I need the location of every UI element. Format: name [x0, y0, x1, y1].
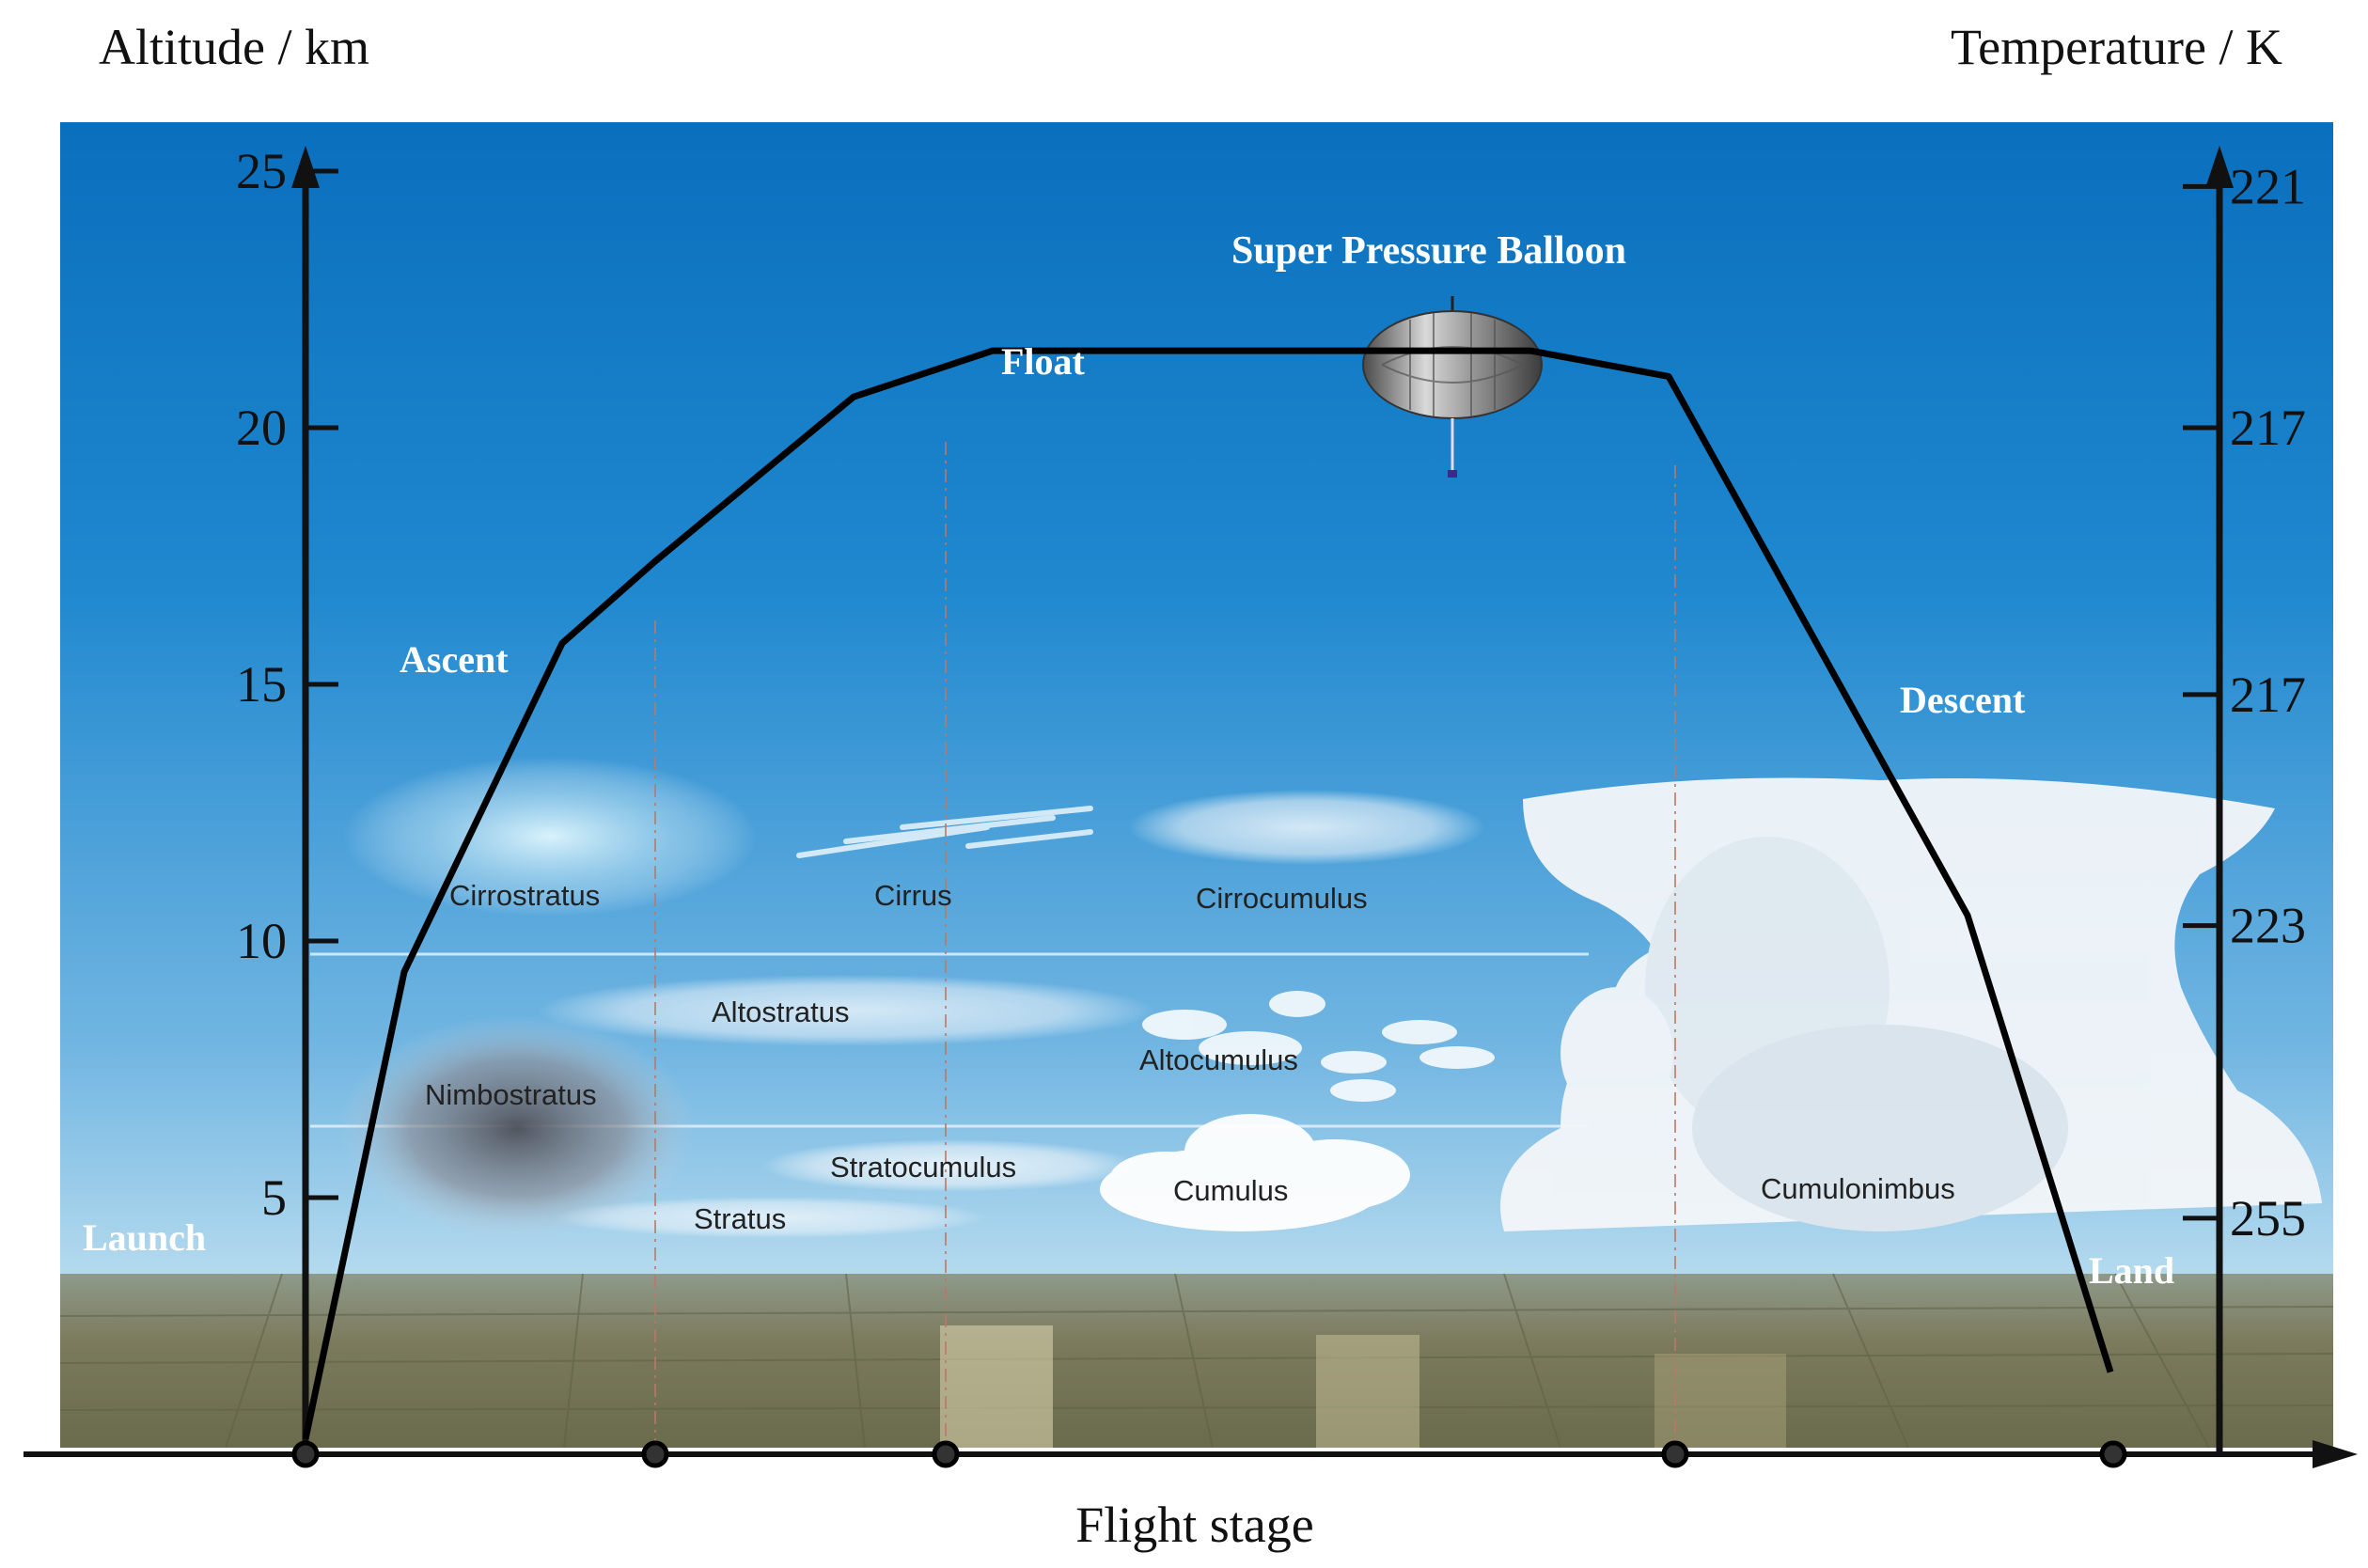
cloud-label-cirrocumulus: Cirrocumulus [1196, 882, 1368, 915]
altostratus-cloud [536, 975, 1156, 1046]
flight-profile-line [302, 347, 2114, 1440]
cloud-shapes [338, 757, 2322, 1241]
altitude-tick-label-15: 15 [236, 656, 287, 713]
cloud-label-cirrostratus: Cirrostratus [449, 879, 600, 912]
altitude-tick-label-20: 20 [236, 400, 287, 456]
stage-label-land: Land [2089, 1249, 2174, 1292]
cloud-label-cumulus: Cumulus [1173, 1174, 1288, 1207]
stage-label-launch: Launch [83, 1216, 206, 1259]
stage-nodes [291, 1440, 2127, 1468]
temperature-axis-title: Temperature / K [1951, 19, 2282, 75]
super-pressure-balloon-icon [1362, 296, 1543, 478]
axes [24, 146, 2358, 1468]
cumulonimbus-cloud [1500, 777, 2322, 1231]
cloud-labels: Cirrostratus Cirrus Cirrocumulus Altostr… [425, 879, 1955, 1235]
temperature-tick-label-0: 221 [2230, 158, 2306, 214]
temperature-tick-label-2: 217 [2230, 666, 2306, 723]
altitude-axis-title: Altitude / km [99, 19, 369, 75]
balloon-label: Super Pressure Balloon [1231, 229, 1626, 273]
stage-label-ascent: Ascent [400, 638, 509, 681]
altitude-tick-label-10: 10 [236, 913, 287, 969]
altocumulus-cloud [1142, 991, 1495, 1102]
field-pattern [59, 1273, 2334, 1449]
stage-separators [654, 442, 1676, 1452]
stage-node-float-start [932, 1440, 960, 1468]
stage-node-float-end [1661, 1440, 1689, 1468]
cloud-label-nimbostratus: Nimbostratus [425, 1078, 597, 1111]
cloud-label-cirrus: Cirrus [874, 879, 952, 912]
stage-label-descent: Descent [1900, 679, 2026, 721]
stage-node-launch [291, 1440, 320, 1468]
altitude-ticks: 5 10 15 20 25 [236, 143, 338, 1226]
flight-stage-axis-title: Flight stage [1075, 1497, 1314, 1553]
cumulus-cloud [1100, 1114, 1410, 1231]
cloud-label-altocumulus: Altocumulus [1139, 1043, 1298, 1076]
temperature-tick-label-4: 255 [2230, 1190, 2306, 1247]
cloud-label-altostratus: Altostratus [712, 996, 849, 1028]
cirrus-cloud [796, 806, 1093, 858]
stage-node-land [2099, 1440, 2127, 1468]
temperature-tick-label-1: 217 [2230, 400, 2306, 456]
cloud-label-cumulonimbus: Cumulonimbus [1761, 1172, 1955, 1205]
cirrocumulus-cloud [1128, 790, 1485, 865]
cloud-label-stratus: Stratus [694, 1202, 786, 1235]
temperature-tick-label-3: 223 [2230, 898, 2306, 954]
stratocumulus-cloud [761, 1139, 1137, 1192]
stage-node-ascent-end [641, 1440, 669, 1468]
stage-label-float: Float [1001, 340, 1086, 383]
stratus-cloud [555, 1197, 987, 1238]
cloud-label-stratocumulus: Stratocumulus [830, 1151, 1016, 1184]
altitude-tick-label-5: 5 [261, 1169, 287, 1226]
temperature-ticks: 221 217 217 223 255 [2183, 158, 2306, 1247]
nimbostratus-cloud [338, 1015, 696, 1241]
altitude-tick-label-25: 25 [236, 143, 287, 199]
